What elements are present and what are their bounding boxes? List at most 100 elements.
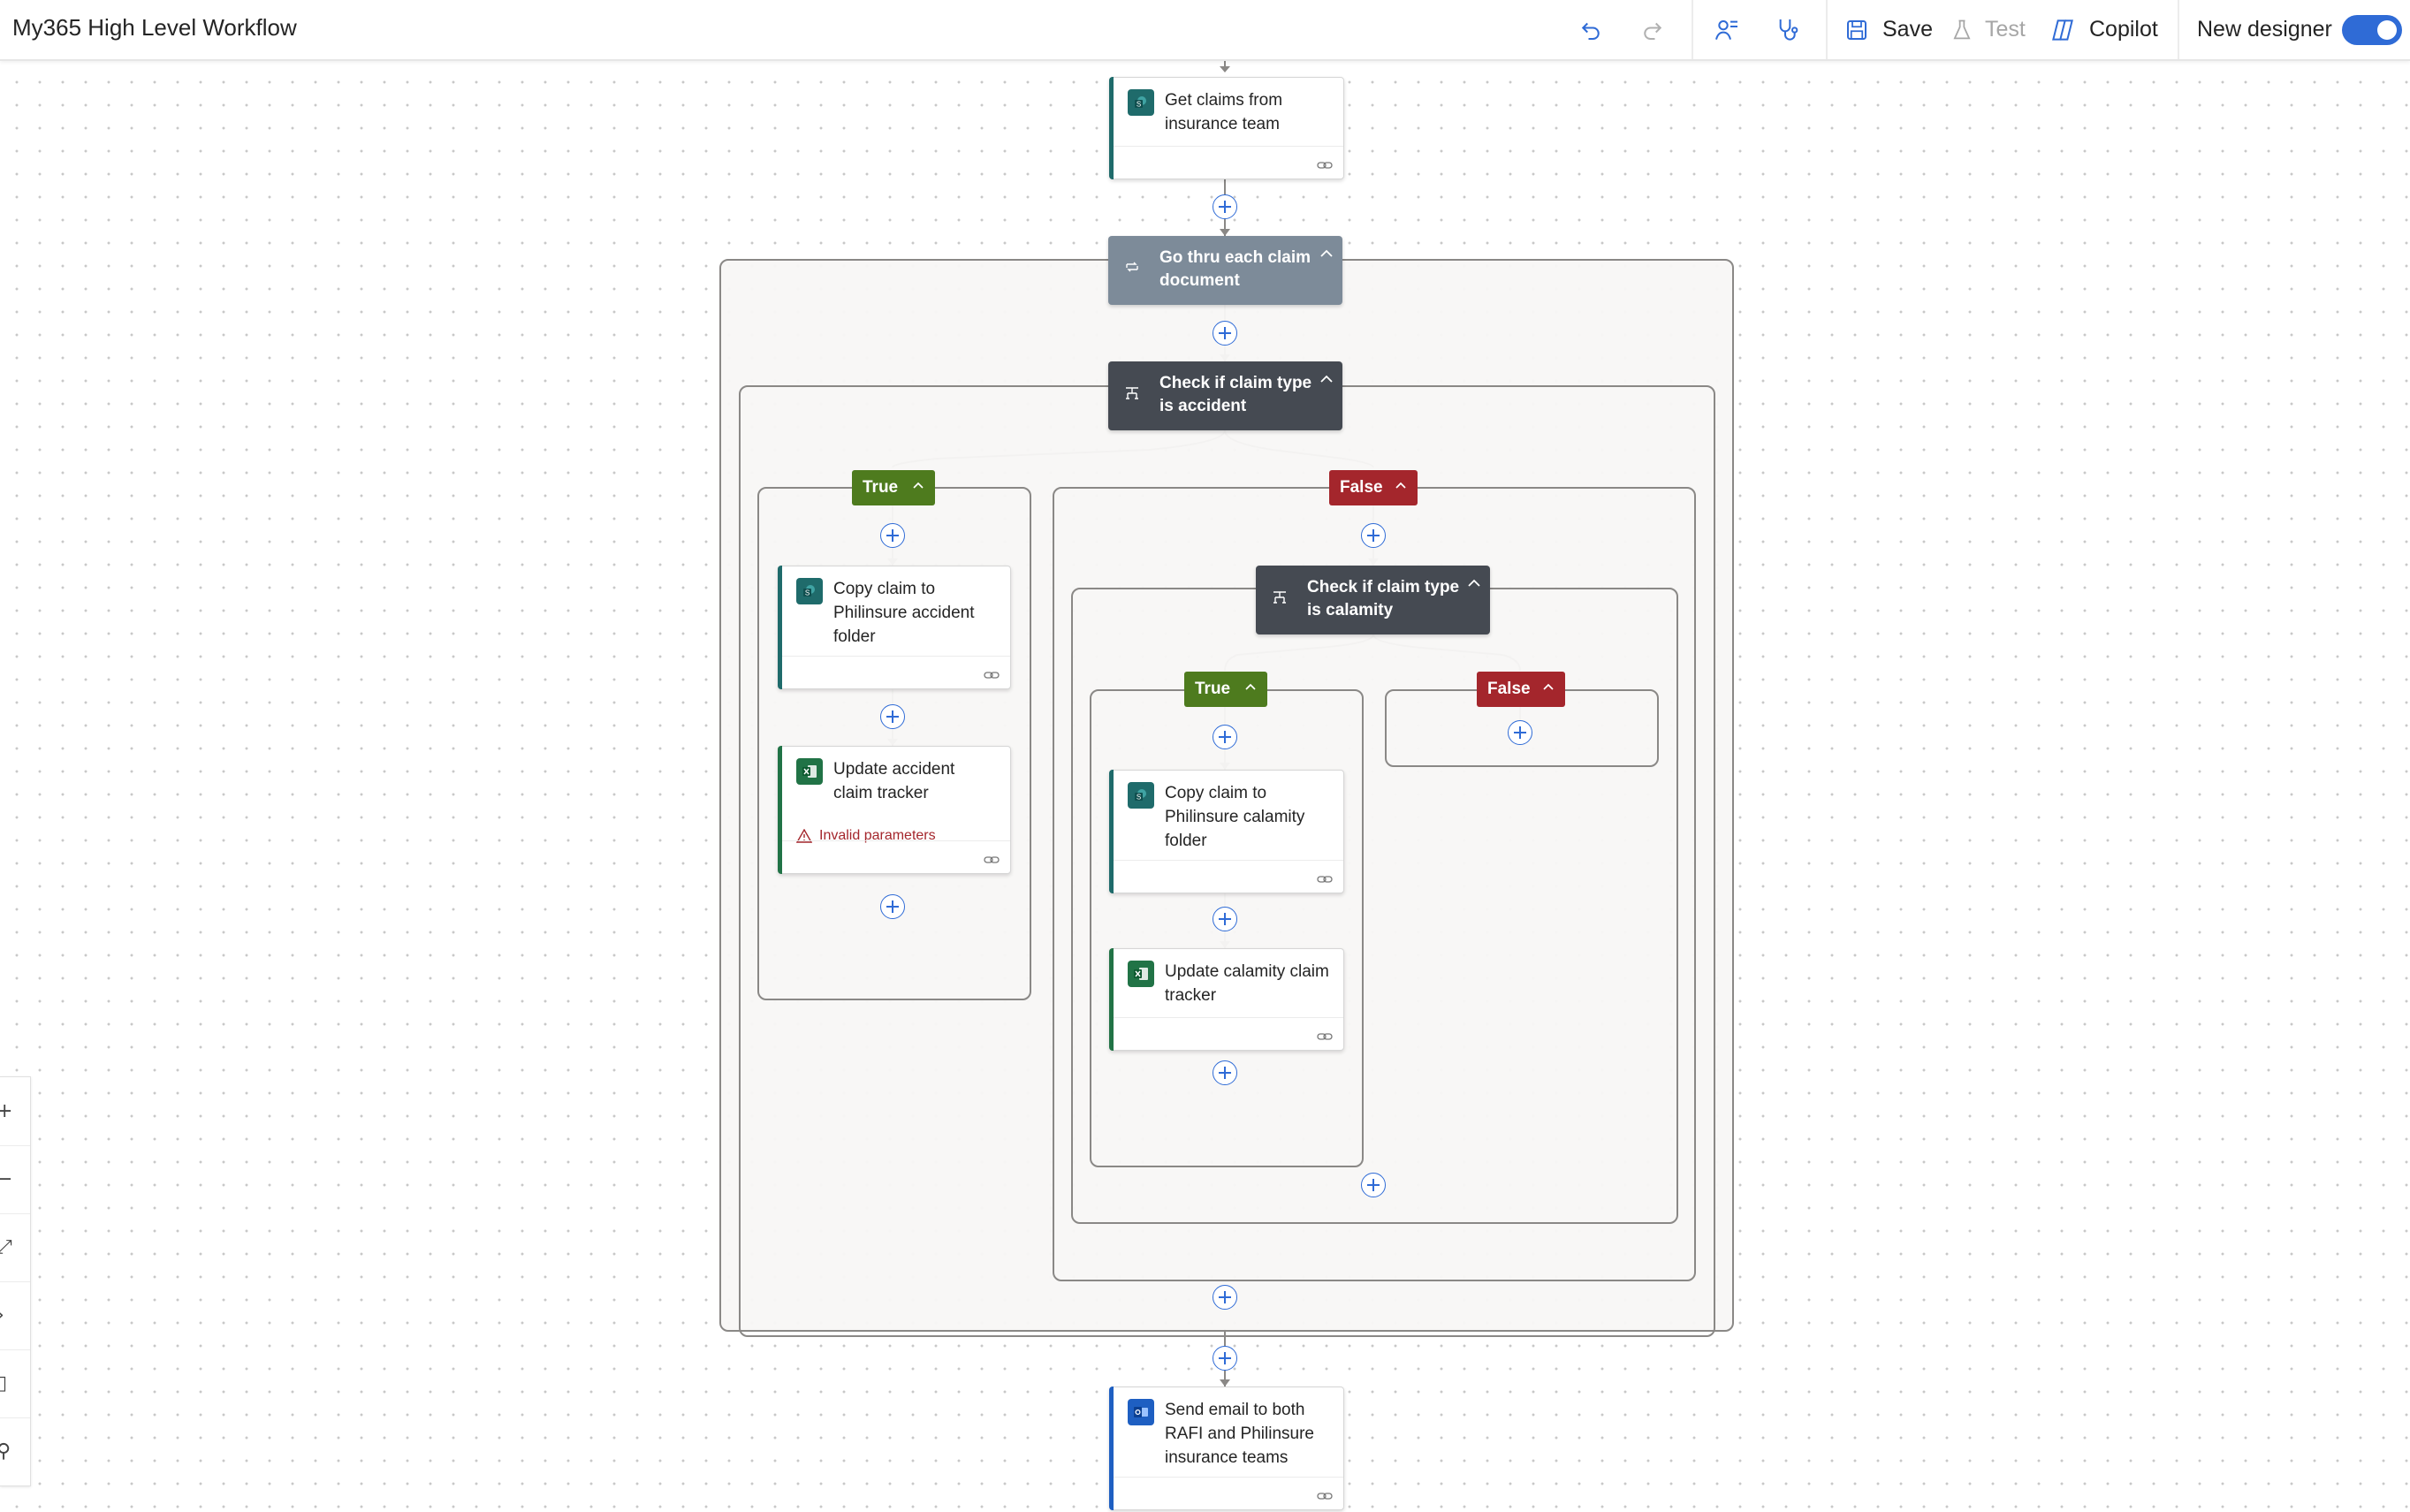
link-icon [1317, 1493, 1333, 1500]
link-icon [1317, 162, 1333, 169]
card-title: Send email to both RAFI and Philinsure i… [1165, 1401, 1314, 1467]
flow-checker-icon [1715, 19, 1737, 40]
link-icon [1317, 1033, 1333, 1040]
redo-icon [1644, 22, 1662, 40]
fit-view-button[interactable]: ⤢ [0, 1213, 30, 1282]
toolbar-divider [1692, 0, 1693, 59]
svg-text:S: S [1137, 794, 1141, 802]
action-card-get-claims[interactable]: S Get claims from insurance team [1109, 77, 1344, 179]
add-step-button[interactable] [1213, 725, 1237, 749]
card-title: Update accident claim tracker [833, 760, 955, 802]
fit-view-icon: ⤢ [0, 1236, 12, 1258]
app-title: My365 High Level Workflow [12, 14, 297, 41]
chevron-up-icon[interactable] [1395, 482, 1407, 490]
toolbar-divider [1826, 0, 1828, 59]
link-icon [984, 672, 1000, 679]
card-footer [1114, 1017, 1343, 1050]
save-button[interactable]: Save [1844, 0, 1933, 59]
card-footer [782, 656, 1010, 688]
toolbar-divider [2178, 0, 2179, 59]
condition-calamity-header[interactable]: Check if claim type is calamity [1256, 566, 1490, 634]
toggle-knob [2377, 20, 2397, 40]
new-designer-label: New designer [2197, 17, 2332, 42]
save-icon [1847, 19, 1866, 40]
search-button[interactable]: ⚲ [0, 1417, 30, 1485]
chevron-up-icon[interactable] [912, 482, 924, 490]
new-designer-toggle[interactable] [2342, 15, 2402, 45]
card-title: Copy claim to Philinsure accident folder [833, 580, 975, 646]
copilot-icon [2052, 19, 2073, 41]
outlook-icon [1128, 1399, 1154, 1425]
true-branch-scope [757, 487, 1031, 1000]
add-step-button[interactable] [880, 523, 905, 548]
save-label: Save [1882, 17, 1933, 42]
add-step-button[interactable] [1213, 907, 1237, 931]
svg-text:S: S [1137, 101, 1141, 109]
add-step-button[interactable] [1213, 1285, 1237, 1310]
add-step-button[interactable] [1213, 194, 1237, 219]
warning-text: Invalid parameters [819, 828, 936, 843]
add-step-button[interactable] [1213, 1346, 1237, 1371]
zoom-in-button[interactable]: + [0, 1077, 30, 1146]
stethoscope-icon [1779, 19, 1798, 41]
chevron-up-icon[interactable] [1319, 249, 1334, 258]
chevron-up-icon[interactable] [1319, 375, 1334, 384]
copilot-button[interactable]: Copilot [2049, 0, 2158, 59]
card-title: Copy claim to Philinsure calamity folder [1165, 784, 1305, 850]
action-card-send-email[interactable]: Send email to both RAFI and Philinsure i… [1109, 1387, 1344, 1510]
flow-checker-button[interactable] [1713, 0, 1741, 59]
card-footer [1114, 146, 1343, 179]
condition-icon [1126, 387, 1138, 399]
zoom-out-button[interactable]: − [0, 1145, 30, 1214]
excel-icon [1128, 961, 1154, 987]
card-accent [1109, 770, 1114, 893]
top-toolbar: My365 High Level Workflow Save Test Copi… [0, 0, 2410, 61]
card-title: Update calamity claim tracker [1165, 962, 1329, 1005]
sharepoint-icon: S [1128, 89, 1154, 116]
true-branch-label[interactable]: True [1184, 672, 1267, 707]
add-step-button[interactable] [1361, 523, 1386, 548]
test-button[interactable]: Test [1950, 0, 2026, 59]
branch-label-text: False [1340, 478, 1383, 497]
redo-button[interactable] [1639, 0, 1666, 59]
condition-accident-header[interactable]: Check if claim type is accident [1108, 361, 1342, 430]
action-card-update-accident[interactable]: Update accident claim tracker Invalid pa… [778, 746, 1011, 874]
loop-title: Go thru each claim document [1159, 248, 1311, 290]
action-card-copy-calamity[interactable]: S Copy claim to Philinsure calamity fold… [1109, 770, 1344, 893]
svg-text:S: S [805, 589, 810, 597]
true-branch-label[interactable]: True [852, 470, 935, 505]
card-footer [1114, 860, 1343, 893]
false-branch-label[interactable]: False [1329, 470, 1418, 505]
card-accent [1109, 1387, 1114, 1510]
add-step-button[interactable] [1508, 720, 1532, 745]
zoom-out-icon: − [0, 1168, 13, 1190]
chevron-up-icon[interactable] [1467, 579, 1481, 588]
card-footer [1114, 1477, 1343, 1509]
minimap-icon: ▯ [0, 1372, 8, 1394]
branch-label-text: True [863, 478, 899, 497]
action-card-copy-accident[interactable]: S Copy claim to Philinsure accident fold… [778, 566, 1011, 689]
add-step-button[interactable] [1361, 1173, 1386, 1197]
false-branch-label[interactable]: False [1477, 672, 1565, 707]
add-step-button[interactable] [880, 894, 905, 919]
flow-health-button[interactable] [1775, 0, 1803, 59]
code-view-button[interactable]: › [0, 1281, 30, 1350]
link-icon [984, 856, 1000, 863]
add-step-button[interactable] [880, 704, 905, 729]
action-card-update-calamity[interactable]: Update calamity claim tracker [1109, 948, 1344, 1051]
add-step-button[interactable] [1213, 1060, 1237, 1085]
sharepoint-icon: S [1128, 782, 1154, 809]
designer-canvas[interactable]: S Get claims from insurance team Go thru… [0, 61, 2410, 1512]
chevron-up-icon[interactable] [1542, 683, 1555, 691]
minimap-button[interactable]: ▯ [0, 1349, 30, 1418]
add-step-button[interactable] [1213, 321, 1237, 346]
branch-label-text: False [1487, 680, 1531, 698]
chevron-up-icon[interactable] [1244, 683, 1257, 691]
card-accent [778, 746, 782, 874]
condition-title: Check if claim type is accident [1159, 374, 1312, 415]
copilot-label: Copilot [2089, 17, 2158, 42]
card-footer [782, 840, 1010, 873]
loop-header[interactable]: Go thru each claim document [1108, 236, 1342, 305]
undo-button[interactable] [1578, 0, 1604, 59]
sharepoint-icon: S [796, 578, 823, 604]
